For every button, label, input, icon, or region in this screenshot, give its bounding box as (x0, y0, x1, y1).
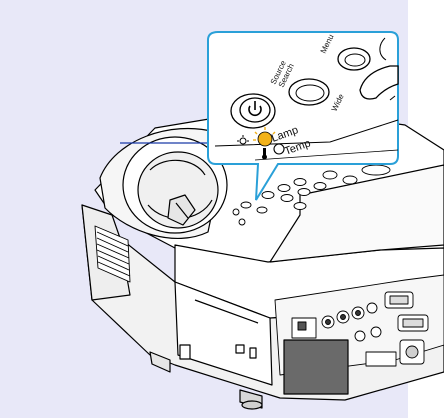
projector-body (81, 109, 444, 410)
source-search-button (288, 78, 330, 106)
lamp-indicator-glow (253, 127, 276, 147)
wide-button (359, 65, 399, 100)
temp-indicator (273, 143, 285, 155)
lamp-symbol-icon (237, 135, 249, 145)
side-vent-grille (94, 225, 131, 283)
temp-symbol-icon (262, 148, 267, 160)
menu-button (337, 47, 371, 71)
callout-bubble: Lamp Temp Source Search Menu Wide (207, 31, 399, 201)
top-control-buttons (232, 164, 391, 226)
speaker-grille (283, 339, 349, 395)
power-button (230, 93, 276, 129)
